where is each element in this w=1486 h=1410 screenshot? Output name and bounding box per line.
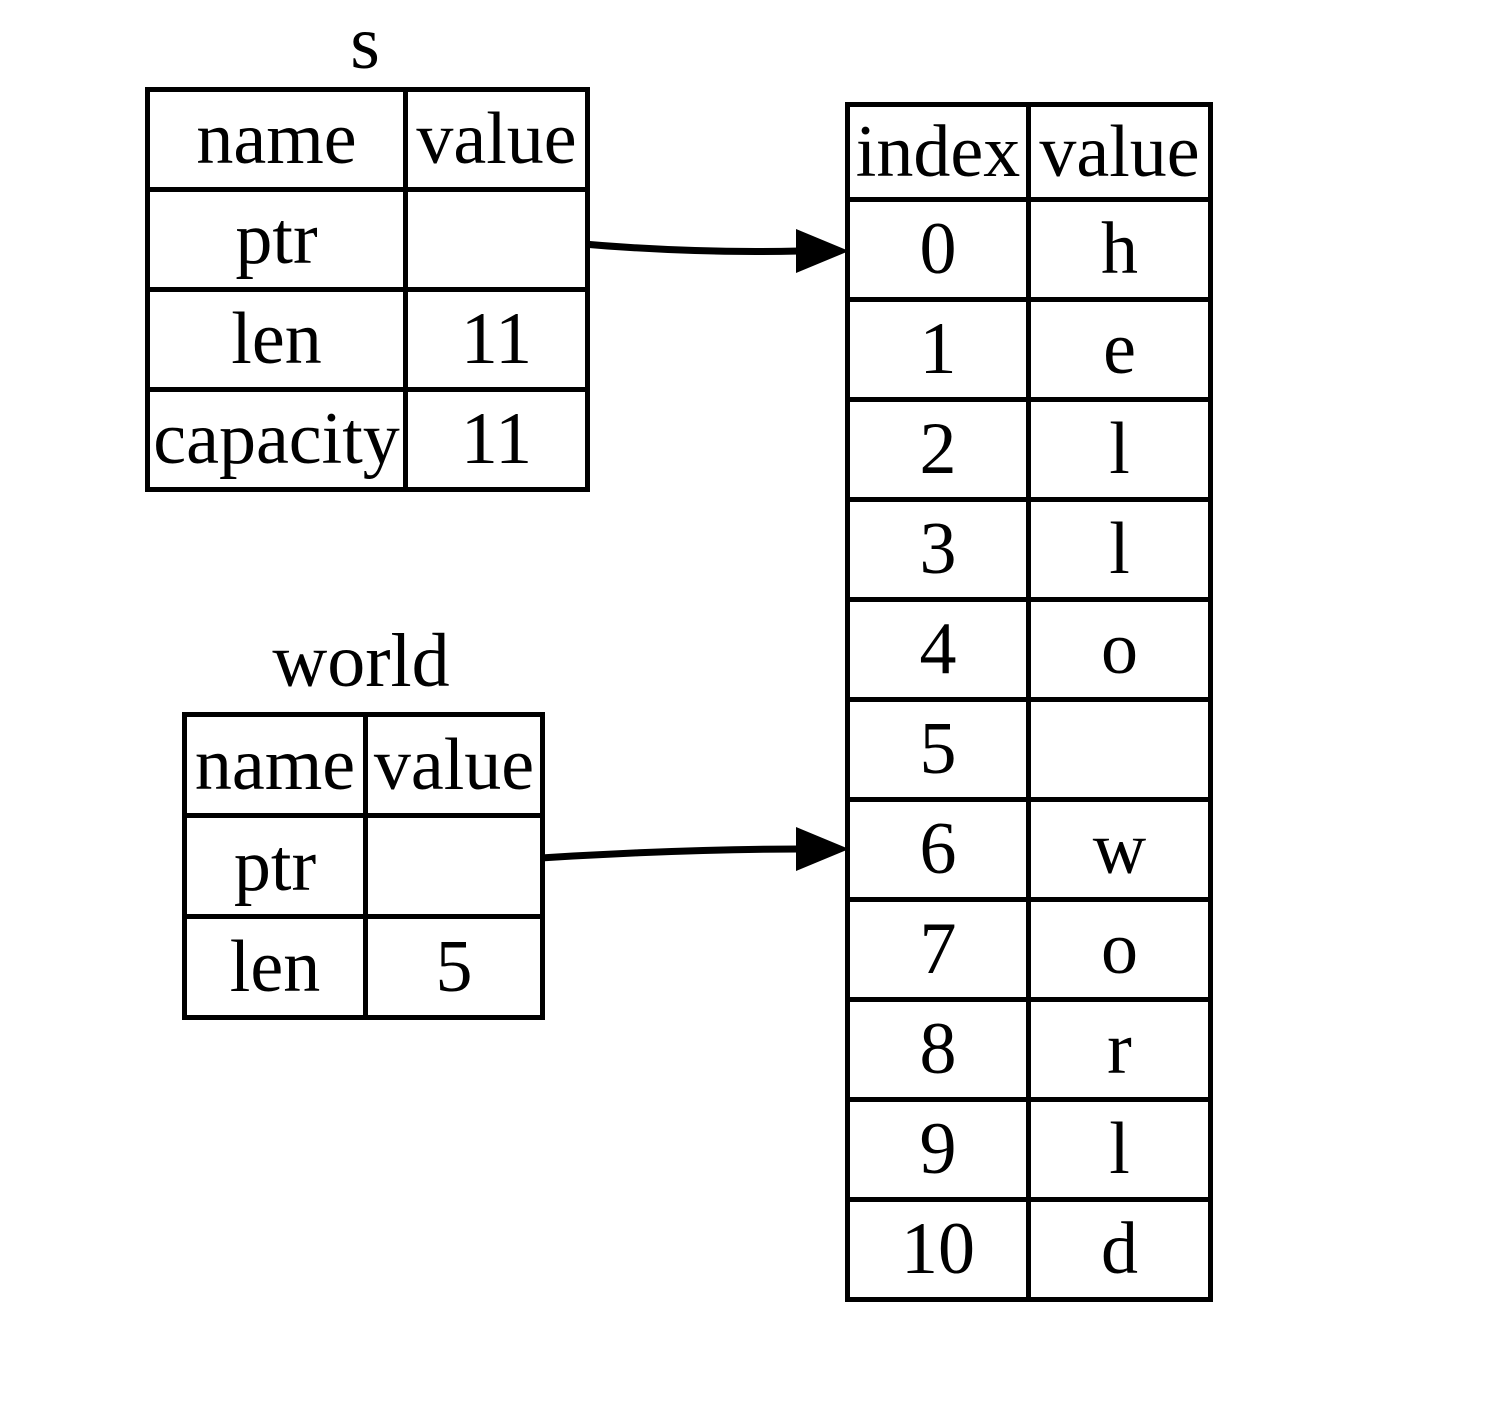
s-ptr-value-cell — [403, 187, 590, 292]
s-header-name: name — [145, 87, 408, 192]
world-ptr-value-cell — [363, 813, 545, 919]
heap-row-5: 5 — [845, 697, 1213, 802]
heap-row-3: 3 l — [845, 497, 1213, 602]
heap-value-cell: r — [1026, 997, 1213, 1102]
s-row-capacity: capacity 11 — [145, 387, 590, 492]
world-row-len: len 5 — [182, 914, 545, 1020]
heap-value-cell: h — [1026, 197, 1213, 302]
world-struct-table: name value ptr len 5 — [182, 712, 545, 1020]
world-header-value: value — [363, 712, 545, 818]
heap-value-cell: w — [1026, 797, 1213, 902]
heap-row-1: 1 e — [845, 297, 1213, 402]
heap-row-9: 9 l — [845, 1097, 1213, 1202]
s-len-name-cell: len — [145, 287, 408, 392]
heap-index-cell: 5 — [845, 697, 1031, 802]
heap-value-cell: l — [1026, 397, 1213, 502]
s-len-value-cell: 11 — [403, 287, 590, 392]
heap-index-cell: 8 — [845, 997, 1031, 1102]
world-len-value-cell: 5 — [363, 914, 545, 1020]
heap-value-cell: l — [1026, 1097, 1213, 1202]
heap-index-cell: 4 — [845, 597, 1031, 702]
heap-index-cell: 2 — [845, 397, 1031, 502]
heap-buffer-table: index value 0 h 1 e 2 l 3 l 4 o — [845, 102, 1213, 1302]
heap-header-index: index — [845, 102, 1031, 202]
s-capacity-name-cell: capacity — [145, 387, 408, 492]
heap-index-cell: 10 — [845, 1197, 1031, 1302]
heap-value-cell: o — [1026, 897, 1213, 1002]
heap-header-value: value — [1026, 102, 1213, 202]
world-header-name: name — [182, 712, 368, 818]
world-ptr-name-cell: ptr — [182, 813, 368, 919]
heap-row-8: 8 r — [845, 997, 1213, 1102]
heap-row-2: 2 l — [845, 397, 1213, 502]
heap-index-cell: 9 — [845, 1097, 1031, 1202]
heap-row-0: 0 h — [845, 197, 1213, 302]
s-ptr-name-cell: ptr — [145, 187, 408, 292]
s-ptr-arrowhead-icon — [796, 229, 849, 273]
heap-index-cell: 0 — [845, 197, 1031, 302]
heap-value-cell: o — [1026, 597, 1213, 702]
heap-value-cell: d — [1026, 1197, 1213, 1302]
s-capacity-value-cell: 11 — [403, 387, 590, 492]
world-ptr-arrowhead-icon — [796, 827, 849, 871]
s-struct-title: s — [350, 1, 380, 85]
s-struct-table: name value ptr len 11 capacity 11 — [145, 87, 590, 492]
s-header-value: value — [403, 87, 590, 192]
heap-value-cell: l — [1026, 497, 1213, 602]
world-header-row: name value — [182, 712, 545, 818]
world-row-ptr: ptr — [182, 813, 545, 919]
heap-row-4: 4 o — [845, 597, 1213, 702]
heap-value-cell — [1026, 697, 1213, 802]
heap-index-cell: 6 — [845, 797, 1031, 902]
s-header-row: name value — [145, 87, 590, 192]
world-len-name-cell: len — [182, 914, 368, 1020]
heap-index-cell: 1 — [845, 297, 1031, 402]
s-row-ptr: ptr — [145, 187, 590, 292]
heap-row-6: 6 w — [845, 797, 1213, 902]
heap-row-7: 7 o — [845, 897, 1213, 1002]
heap-index-cell: 3 — [845, 497, 1031, 602]
heap-index-cell: 7 — [845, 897, 1031, 1002]
heap-header-row: index value — [845, 102, 1213, 202]
s-row-len: len 11 — [145, 287, 590, 392]
heap-value-cell: e — [1026, 297, 1213, 402]
world-struct-title: world — [272, 619, 450, 703]
heap-row-10: 10 d — [845, 1197, 1213, 1302]
